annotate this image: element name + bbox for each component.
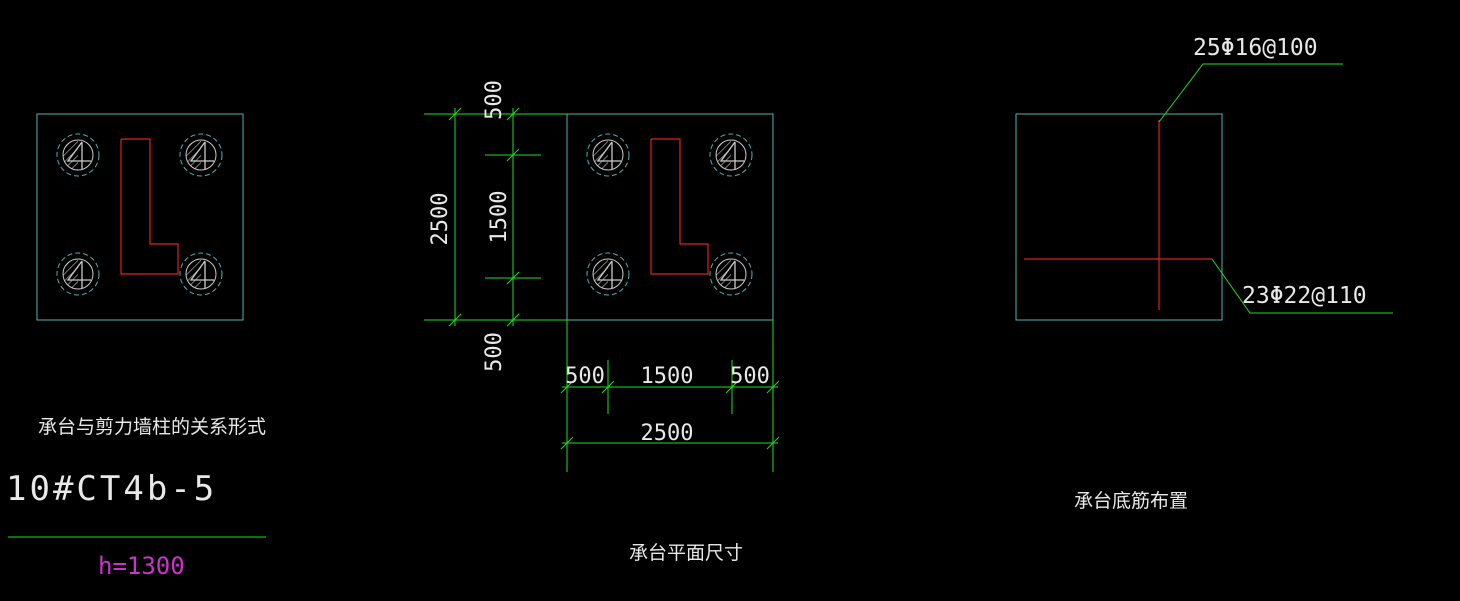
- dim-horizontal-left: 500: [565, 364, 605, 389]
- cap-outline: [36, 113, 244, 321]
- panel-plan: 500 1500 500 2500 500 1500 500 2500 承台平面…: [424, 80, 780, 564]
- cap-label: 10#CT4b-5: [6, 469, 217, 509]
- plan-pile-group: [586, 133, 753, 296]
- rebar-cap-outline: [1015, 113, 1223, 321]
- pile-icon: [56, 133, 100, 177]
- pile-icon: [586, 252, 630, 296]
- dim-vertical-bottom: 500: [482, 332, 507, 372]
- panel-relationship: 承台与剪力墙柱的关系形式 10#CT4b-5 h=1300: [6, 113, 266, 580]
- vertical-dimensions: [424, 107, 567, 327]
- plan-cap-outline: [566, 113, 774, 321]
- panel-rebar: 25Φ16@100 23Φ22@110 承台底筋布置: [1015, 35, 1393, 512]
- horizontal-dimensions: [560, 320, 780, 472]
- shear-wall-outline: [120, 138, 179, 275]
- dim-horizontal-right: 500: [730, 364, 770, 389]
- pile-icon: [56, 252, 100, 296]
- pile-icon: [179, 252, 223, 296]
- rebar-horizontal-label: 23Φ22@110: [1242, 283, 1367, 309]
- pile-icon: [709, 252, 753, 296]
- rebar-caption: 承台底筋布置: [1074, 490, 1188, 512]
- leader-horizontal: [1211, 258, 1393, 314]
- dim-vertical-total: 2500: [428, 193, 453, 246]
- dim-vertical-top: 500: [482, 80, 507, 120]
- pile-group: [56, 133, 223, 296]
- plan-caption: 承台平面尺寸: [629, 542, 743, 564]
- pile-icon: [709, 133, 753, 177]
- leader-vertical: [1158, 63, 1343, 123]
- plan-wall-outline: [650, 138, 709, 275]
- rebar-vertical-label: 25Φ16@100: [1193, 35, 1318, 61]
- pile-icon: [586, 133, 630, 177]
- dim-horizontal-total: 2500: [641, 421, 694, 446]
- dim-horizontal-middle: 1500: [641, 364, 694, 389]
- relationship-caption: 承台与剪力墙柱的关系形式: [38, 416, 266, 438]
- dim-vertical-middle: 1500: [487, 191, 512, 244]
- height-label: h=1300: [98, 552, 185, 580]
- pile-icon: [179, 133, 223, 177]
